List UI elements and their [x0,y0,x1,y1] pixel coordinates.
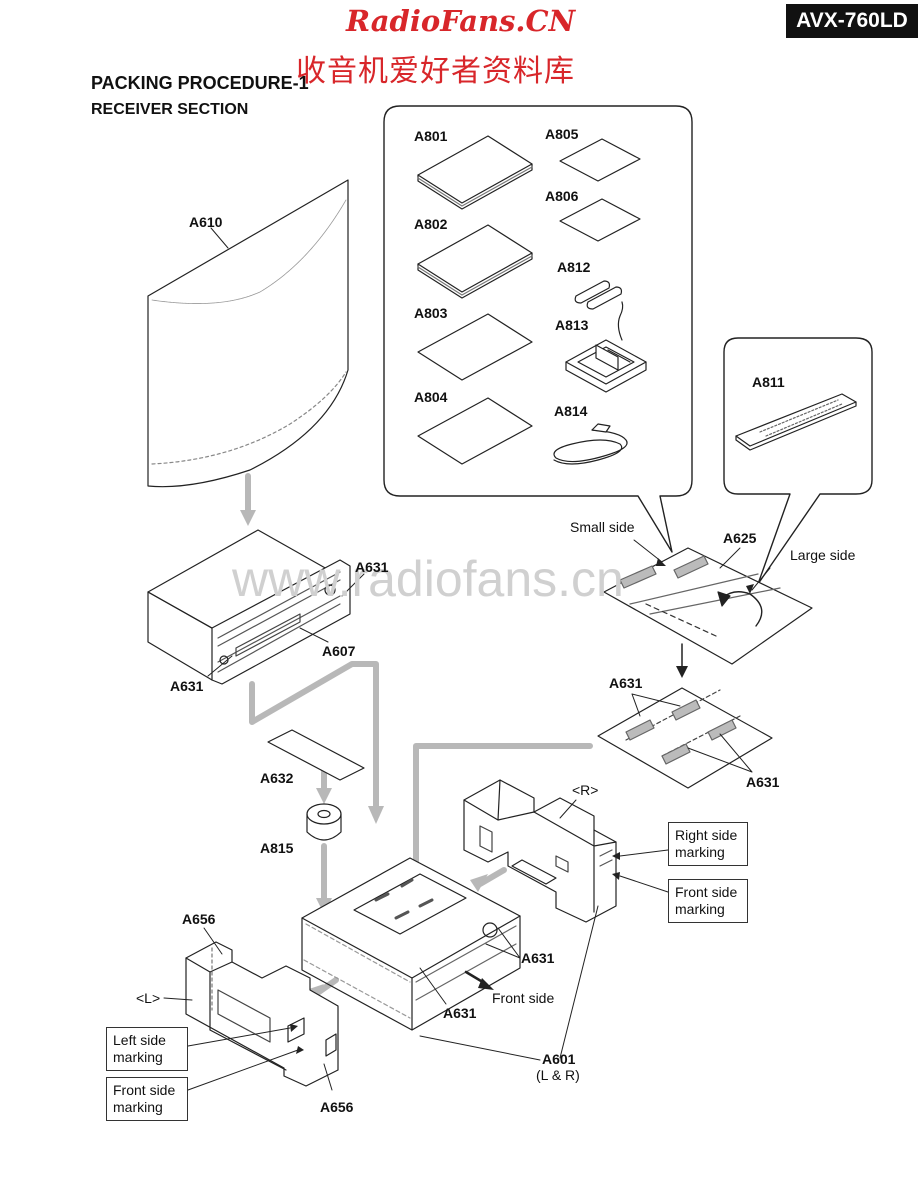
small-side-text: Small side [570,519,635,535]
roll-a815-drawing [306,803,342,841]
front-side-marking-l-line2: marking [113,1099,163,1115]
sheet-a625-folded-drawing [597,687,773,789]
poly-bag-a610-drawing [147,179,349,488]
end-cap-r-drawing [463,779,617,923]
right-side-marking-line2: marking [675,844,725,860]
section-title: RECEIVER SECTION [91,101,249,118]
label-a656-bottom: A656 [320,1099,354,1115]
label-a601: A601 [542,1051,576,1067]
label-a804: A804 [414,389,448,405]
card-a805-drawing [559,138,641,182]
label-a806: A806 [545,188,579,204]
end-cap-l-drawing [185,941,339,1087]
sheet-a632-drawing [267,729,365,781]
front-side-text: Front side [492,990,555,1006]
left-side-marking-line2: marking [113,1049,163,1065]
label-a656-top: A656 [182,911,216,927]
sheet-a625-drawing [603,547,813,665]
front-side-marking-r-box: Front side marking [668,879,748,923]
label-a803: A803 [414,305,448,321]
card-a806-drawing [559,198,641,242]
label-a813: A813 [555,317,589,333]
label-a812: A812 [557,259,591,275]
label-a631-left: A631 [170,678,204,694]
assembly-arrows [245,473,593,997]
label-a805: A805 [545,126,579,142]
carton-drawing [301,857,521,1031]
label-a625: A625 [723,530,757,546]
label-a601-note: (L & R) [536,1067,580,1083]
remote-callout [723,337,873,585]
label-a801: A801 [414,128,448,144]
label-a632: A632 [260,770,294,786]
label-a631-bag-right: A631 [746,774,780,790]
label-a814: A814 [554,403,588,419]
front-side-marking-l-line1: Front side [113,1082,176,1098]
sheet-a804-drawing [417,397,533,465]
am-antenna-a813-drawing [565,301,647,393]
sheet-a803-drawing [417,313,533,381]
label-a610: A610 [189,214,223,230]
front-side-marking-l-box: Front side marking [106,1077,188,1121]
leader-arrow-heads [290,558,754,1054]
fm-antenna-a814-drawing [553,423,628,465]
front-side-marking-r-line2: marking [675,901,725,917]
watermark-chinese: 收音机爱好者资料库 [296,54,575,89]
watermark-url: www.radiofans.cn [232,551,624,607]
label-l-cap: <L> [136,990,161,1006]
leader-lines [163,227,771,1091]
label-r-cap: <R> [572,782,599,798]
label-a811: A811 [752,374,785,390]
label-a631-box-right: A631 [521,950,555,966]
page-title: PACKING PROCEDURE-1 [91,73,309,93]
watermark-site: RadioFans.CN [346,4,576,38]
accessory-callout [383,105,693,553]
receiver-unit-drawing [147,529,351,685]
left-side-marking-box: Left side marking [106,1027,188,1071]
remote-a811-drawing [735,393,857,451]
manual-a802-drawing [417,224,533,299]
label-a631-box-bottom: A631 [443,1005,477,1021]
large-side-text: Large side [790,547,856,563]
left-side-marking-line1: Left side [113,1032,166,1048]
batteries-a812-drawing [574,280,623,310]
right-side-marking-box: Right side marking [668,822,748,866]
front-side-marking-r-line1: Front side [675,884,738,900]
label-a631-bag-top: A631 [609,675,643,691]
manual-a801-drawing [417,135,533,210]
label-a802: A802 [414,216,448,232]
label-a607: A607 [322,643,356,659]
right-side-marking-line1: Right side [675,827,738,843]
label-a815: A815 [260,840,294,856]
label-a631-unit: A631 [355,559,389,575]
model-badge: AVX-760LD [786,4,918,38]
